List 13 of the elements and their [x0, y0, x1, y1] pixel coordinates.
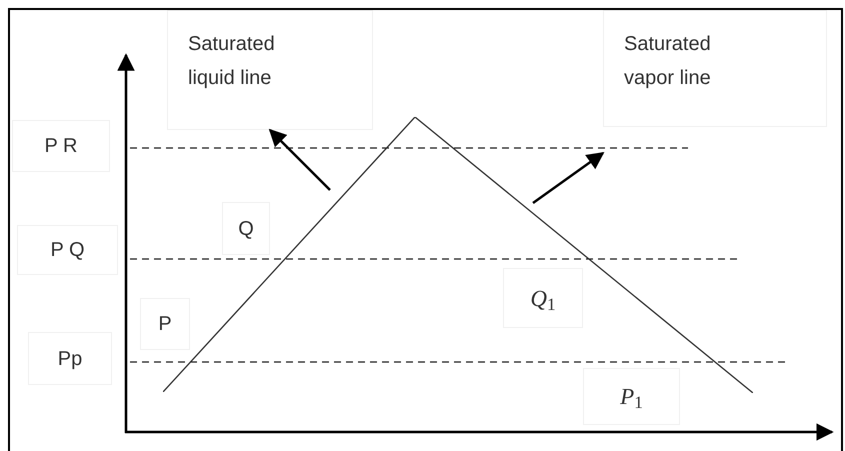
axis-label: P Q — [50, 240, 85, 260]
line-label: Saturated vapor line — [624, 32, 712, 91]
text-frame — [167, 10, 373, 130]
axis-label: Q$_{1}$ — [530, 286, 556, 310]
pointer-arrow — [532, 152, 604, 204]
axis-label: Q — [238, 218, 254, 238]
text-frame — [603, 10, 827, 127]
axis-label: P — [158, 314, 172, 334]
pointer-arrow — [268, 128, 331, 191]
line-label: Saturated liquid line — [188, 32, 276, 91]
axis-label: P$_{1}$ — [620, 385, 643, 408]
axis-label: P R — [44, 136, 78, 156]
axis-label: Pp — [58, 348, 82, 368]
